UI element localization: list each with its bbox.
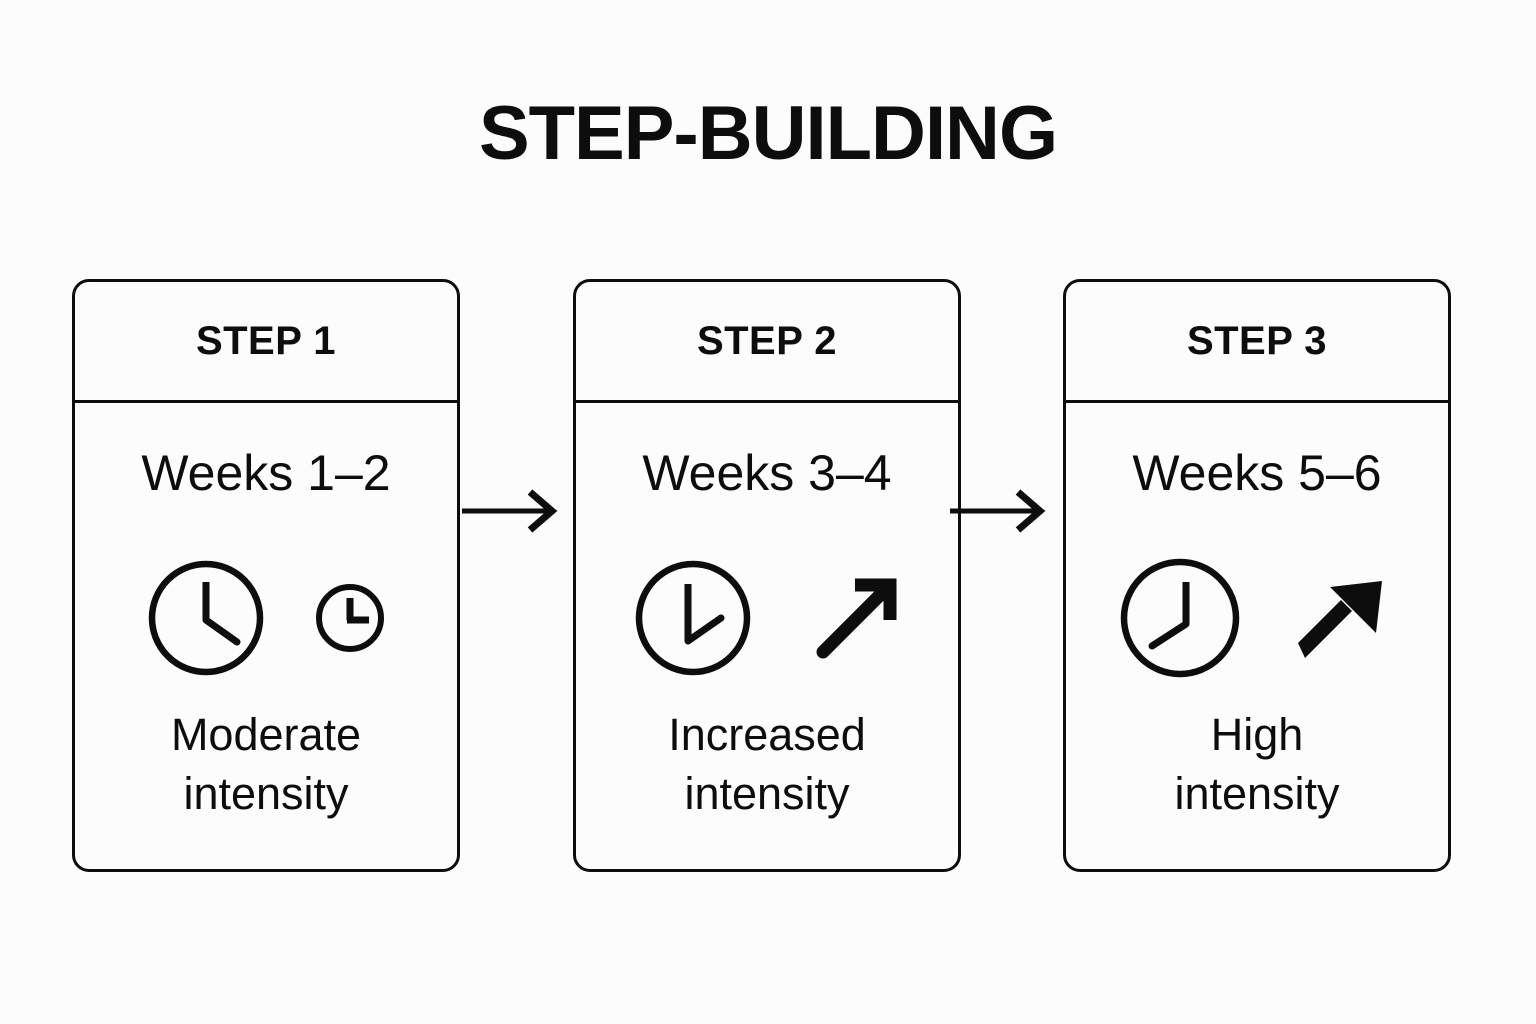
step-card-2-icon-row: [576, 555, 958, 685]
step-card-3-caption-line-2: intensity: [1174, 768, 1340, 820]
arrow-step1-to-step2: [462, 486, 562, 536]
step-card-1[interactable]: STEP 1 Weeks 1–2: [72, 279, 460, 872]
step-card-1-icon-row: [75, 555, 457, 685]
step-card-3-icon-row: [1066, 555, 1448, 685]
step-card-3-weeks-label: Weeks 5–6: [1132, 445, 1382, 501]
step-card-1-caption-line-1: Moderate: [170, 709, 362, 760]
page-title: STEP-BUILDING: [478, 91, 1058, 176]
step-card-3-caption-line-1: High: [1210, 709, 1304, 760]
clock-icon-large: [145, 557, 267, 684]
clock-icon-medium: [631, 556, 755, 685]
step-card-2[interactable]: STEP 2 Weeks 3–4: [573, 279, 961, 872]
step-card-3-caption: High intensity: [1066, 705, 1448, 824]
step-card-2-weeks-label: Weeks 3–4: [642, 445, 892, 501]
trend-arrow-icon-bold: [1292, 565, 1398, 676]
step-card-1-caption: Moderate intensity: [75, 705, 457, 824]
trend-arrow-icon-thin: [811, 572, 903, 669]
step-card-2-caption-line-1: Increased: [668, 709, 866, 760]
step-card-2-body: Weeks 3–4 Incre: [576, 400, 958, 869]
clock-icon-small: [313, 581, 387, 660]
step-card-3[interactable]: STEP 3 Weeks 5–6: [1063, 279, 1451, 872]
step-card-2-caption-line-2: intensity: [684, 768, 850, 820]
arrow-step2-to-step3: [950, 486, 1050, 536]
step-card-3-body: Weeks 5–6 High: [1066, 400, 1448, 869]
step-card-1-header-label: STEP 1: [195, 319, 337, 363]
step-card-2-caption: Increased intensity: [576, 705, 958, 824]
step-card-3-header: STEP 3: [1066, 282, 1448, 403]
clock-icon-medium: [1116, 554, 1244, 687]
step-card-2-header: STEP 2: [576, 282, 958, 403]
step-card-3-header-label: STEP 3: [1186, 319, 1328, 363]
step-card-1-body: Weeks 1–2: [75, 400, 457, 869]
step-card-1-caption-line-2: intensity: [183, 768, 349, 820]
step-card-2-header-label: STEP 2: [696, 319, 838, 363]
step-card-1-header: STEP 1: [75, 282, 457, 403]
step-card-1-weeks-label: Weeks 1–2: [141, 445, 391, 501]
